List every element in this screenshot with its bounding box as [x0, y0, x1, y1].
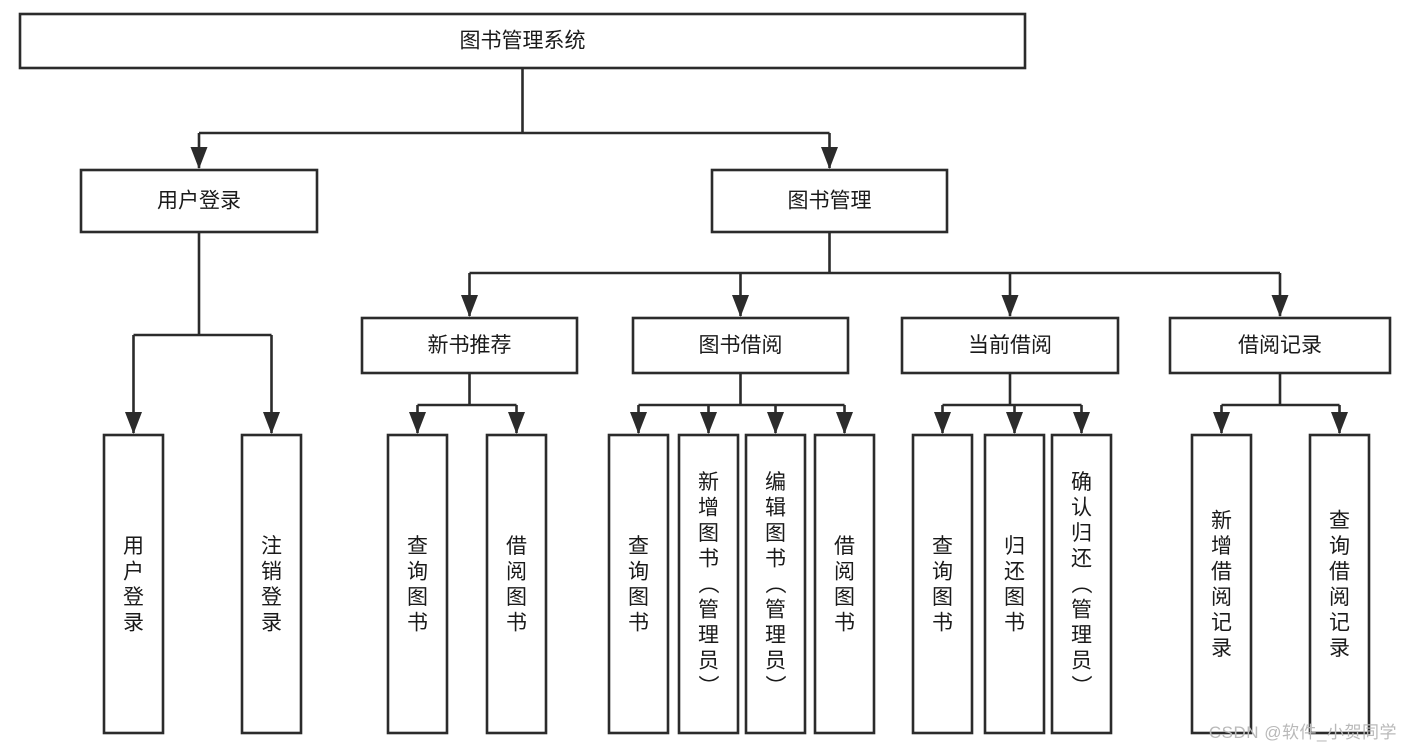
node-box — [813, 433, 876, 735]
node-box — [744, 433, 807, 735]
node-label: 图书管理 — [788, 190, 872, 213]
node-leaf-query-book-3[interactable]: 查询图书 — [911, 433, 974, 735]
node-label: 图书借阅 — [699, 334, 783, 357]
arrow-head-icon — [1073, 412, 1090, 434]
connector-layer — [125, 68, 1348, 434]
node-box — [911, 433, 974, 735]
node-leaf-borrow-book-1[interactable]: 借阅图书 — [485, 433, 548, 735]
arrow-head-icon — [461, 295, 478, 317]
node-label: 编辑图书（管理员） — [765, 471, 787, 698]
node-book-borrow[interactable]: 图书借阅 — [631, 316, 850, 375]
arrow-head-icon — [767, 412, 784, 434]
node-label: 借阅图书 — [506, 535, 527, 635]
node-leaf-add-record[interactable]: 新增借阅记录 — [1190, 433, 1253, 735]
node-box — [1050, 433, 1113, 735]
arrow-head-icon — [821, 147, 838, 169]
node-current-borrow[interactable]: 当前借阅 — [900, 316, 1120, 375]
arrow-head-icon — [508, 412, 525, 434]
node-label: 新增借阅记录 — [1211, 509, 1232, 660]
arrow-head-icon — [836, 412, 853, 434]
node-box — [710, 168, 949, 234]
node-box — [1308, 433, 1371, 735]
node-layer: 图书管理系统用户登录图书管理新书推荐图书借阅当前借阅借阅记录用户登录注销登录查询… — [18, 12, 1392, 735]
node-leaf-query-book-1[interactable]: 查询图书 — [386, 433, 449, 735]
arrow-head-icon — [1213, 412, 1230, 434]
node-label: 归还图书 — [1004, 535, 1025, 635]
arrow-head-icon — [190, 147, 208, 169]
arrow-head-icon — [1001, 295, 1019, 317]
node-leaf-add-book[interactable]: 新增图书（管理员） — [677, 433, 740, 735]
node-leaf-query-record[interactable]: 查询借阅记录 — [1308, 433, 1371, 735]
arrow-head-icon — [1331, 412, 1348, 434]
node-label: 新书推荐 — [428, 334, 512, 357]
node-root[interactable]: 图书管理系统 — [18, 12, 1027, 70]
arrow-head-icon — [700, 412, 717, 434]
node-leaf-query-book-2[interactable]: 查询图书 — [607, 433, 670, 735]
node-box — [360, 316, 579, 375]
node-box — [386, 433, 449, 735]
node-leaf-logout[interactable]: 注销登录 — [240, 433, 303, 735]
node-label: 借阅记录 — [1238, 334, 1322, 357]
arrow-head-icon — [630, 412, 647, 434]
node-leaf-edit-book[interactable]: 编辑图书（管理员） — [744, 433, 807, 735]
node-box — [677, 433, 740, 735]
node-label: 图书管理系统 — [460, 30, 586, 53]
arrow-head-icon — [732, 295, 749, 317]
node-box — [240, 433, 303, 735]
node-label: 确认归还（管理员） — [1071, 471, 1093, 698]
node-box — [102, 433, 165, 735]
node-label: 新增图书（管理员） — [698, 471, 720, 698]
node-label: 当前借阅 — [968, 334, 1052, 357]
node-borrow-record[interactable]: 借阅记录 — [1168, 316, 1392, 375]
node-label: 用户登录 — [157, 190, 241, 213]
node-box — [983, 433, 1046, 735]
node-box — [1190, 433, 1253, 735]
arrow-head-icon — [125, 412, 142, 434]
node-leaf-user-login[interactable]: 用户登录 — [102, 433, 165, 735]
node-box — [79, 168, 319, 234]
node-leaf-confirm-return[interactable]: 确认归还（管理员） — [1050, 433, 1113, 735]
node-label: 注销登录 — [261, 535, 282, 635]
node-box — [607, 433, 670, 735]
node-leaf-return-book[interactable]: 归还图书 — [983, 433, 1046, 735]
arrow-head-icon — [263, 412, 280, 434]
arrow-head-icon — [1006, 412, 1023, 434]
node-book-manage[interactable]: 图书管理 — [710, 168, 949, 234]
node-box — [485, 433, 548, 735]
node-label: 用户登录 — [123, 535, 144, 635]
node-box — [18, 12, 1027, 70]
arrow-head-icon — [934, 412, 951, 434]
node-label: 借阅图书 — [834, 535, 855, 635]
arrow-head-icon — [1271, 295, 1289, 317]
node-label: 查询图书 — [628, 535, 649, 635]
node-box — [900, 316, 1120, 375]
node-label: 查询图书 — [932, 535, 953, 635]
node-label: 查询图书 — [407, 535, 428, 635]
node-box — [631, 316, 850, 375]
node-label: 查询借阅记录 — [1329, 509, 1350, 660]
node-new-book-rec[interactable]: 新书推荐 — [360, 316, 579, 375]
node-leaf-borrow-book-2[interactable]: 借阅图书 — [813, 433, 876, 735]
node-box — [1168, 316, 1392, 375]
node-user-login[interactable]: 用户登录 — [79, 168, 319, 234]
arrow-head-icon — [409, 412, 426, 434]
